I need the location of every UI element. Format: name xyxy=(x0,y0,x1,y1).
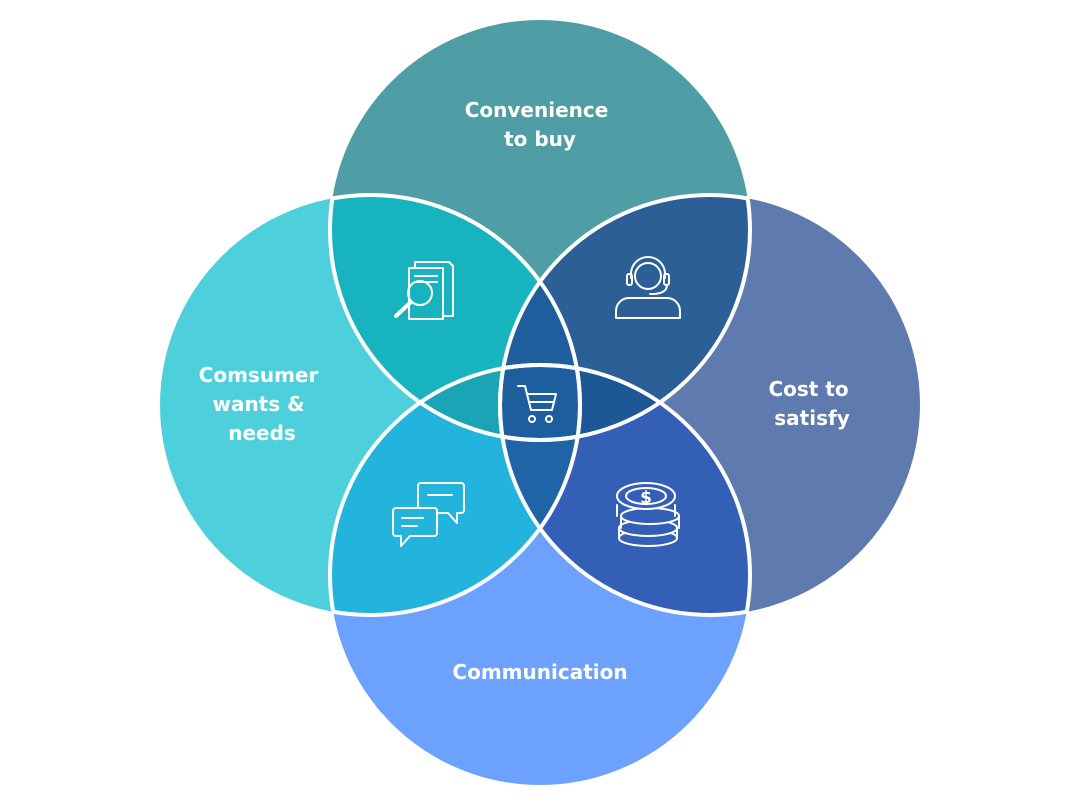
shopping-cart-icon xyxy=(517,385,557,423)
customer-support-headset-icon xyxy=(615,256,681,319)
label-consumer-wants: Comsumer wants & needs xyxy=(199,363,326,445)
document-search-icon xyxy=(394,261,454,320)
chat-bubbles-icon xyxy=(392,482,465,547)
label-communication: Communication xyxy=(452,660,627,684)
outline-left-in-bottom xyxy=(330,365,582,617)
label-convenience: Convenience to buy xyxy=(465,98,616,151)
outline-bottom-in-right xyxy=(500,363,752,615)
label-cost: Cost to satisfy xyxy=(768,377,855,430)
outline-top-in-right xyxy=(500,195,752,442)
outline-right-in-bottom xyxy=(498,365,750,617)
svg-text:$: $ xyxy=(640,488,652,508)
coins-stack-icon: $ xyxy=(616,482,680,547)
